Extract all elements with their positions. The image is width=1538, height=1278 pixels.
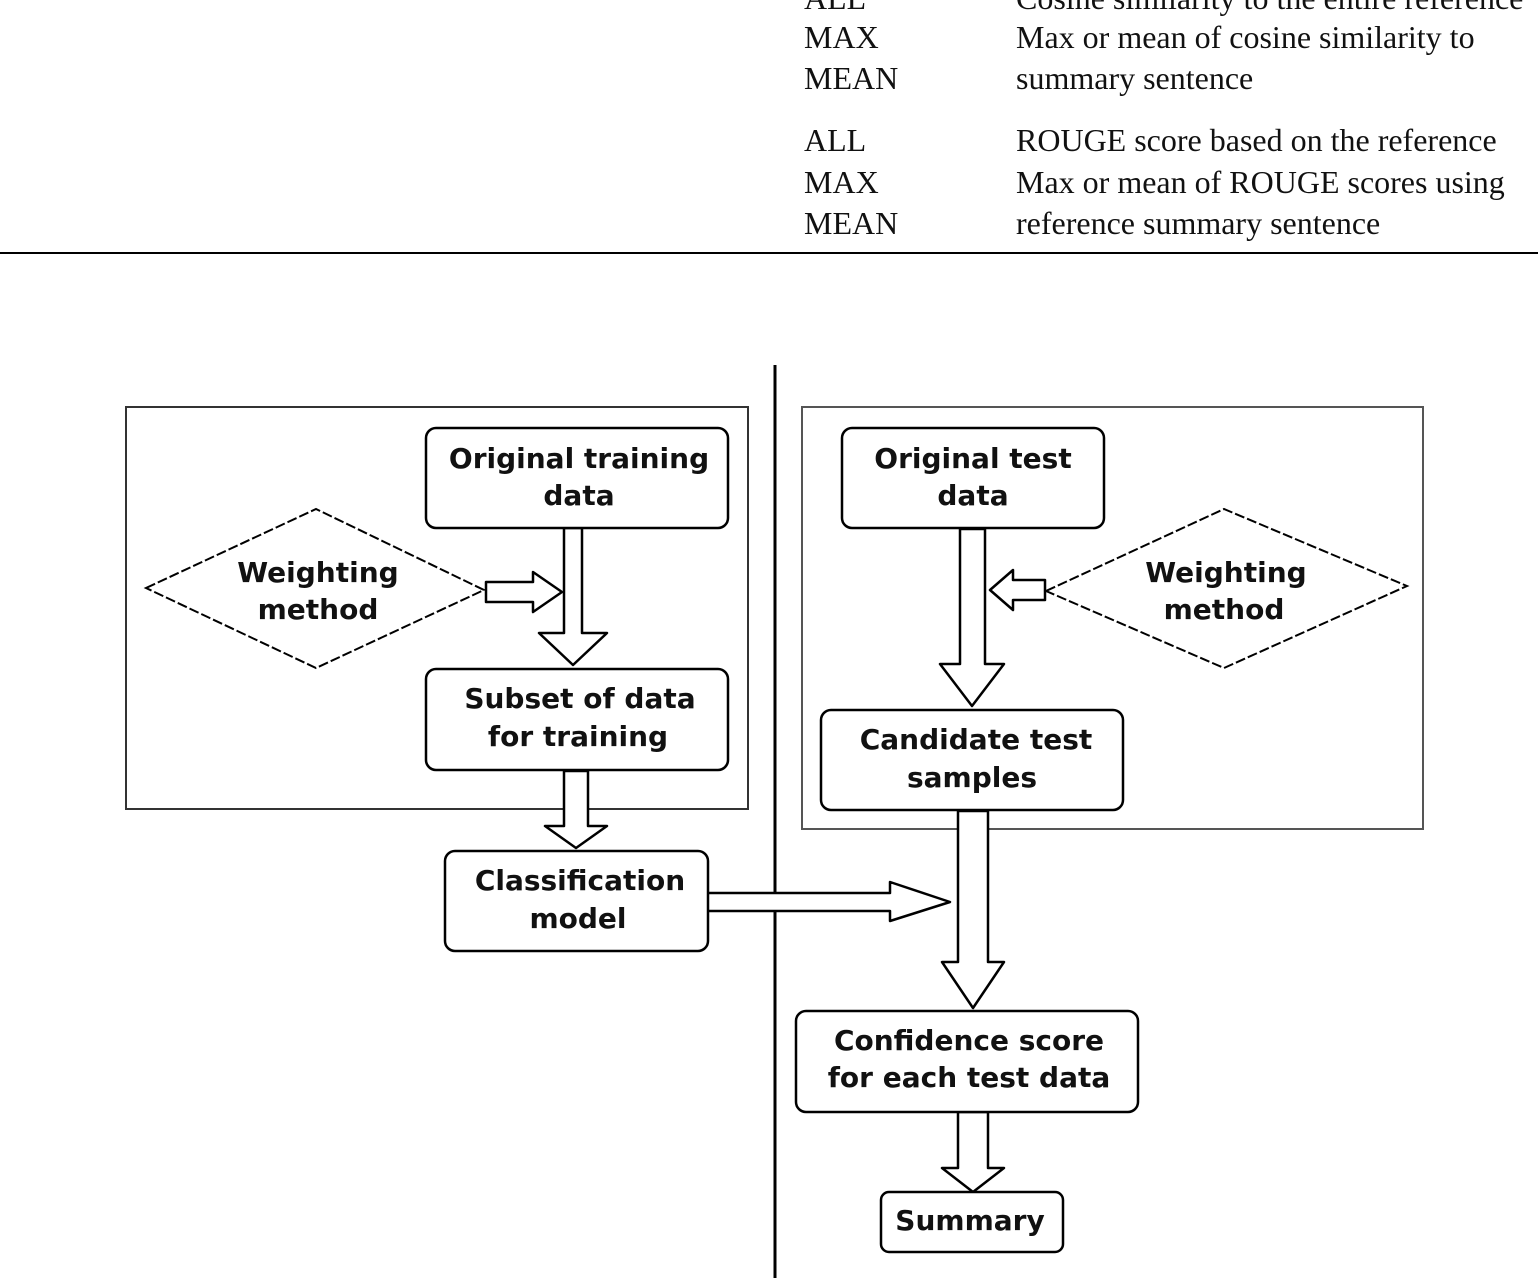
arrow-candidate-to-confidence	[940, 809, 1006, 1010]
table-cell-description: summary sentence	[1016, 60, 1254, 96]
candidate-test-samples-line2: samples	[907, 761, 1037, 794]
original-test-data-line1: Original test	[874, 442, 1071, 475]
table-cell-code: MEAN	[804, 205, 899, 241]
arrow-original-test-to-candidate	[938, 527, 1006, 708]
arrow-confidence-to-summary	[940, 1110, 1006, 1194]
training-group-frame	[125, 406, 749, 810]
table-cell-code: ALL	[804, 122, 867, 158]
table-bottom-rule	[0, 252, 1538, 254]
original-training-data-line1: Original training	[449, 442, 709, 475]
subset-of-data-line2: for training	[488, 720, 668, 753]
table-excerpt: ALL Cosine similarity to the entire refe…	[0, 0, 1538, 255]
test-weighting-method-line2: method	[1164, 593, 1285, 626]
original-training-data-line2: data	[543, 479, 614, 512]
candidate-test-samples-node: Candidate test samples	[819, 708, 1125, 812]
arrow-model-to-test	[705, 880, 952, 923]
table-cell-code: MEAN	[804, 60, 899, 96]
original-test-data-node: Original test data	[840, 426, 1106, 530]
training-weighting-method-line1: Weighting	[237, 556, 398, 589]
candidate-test-samples-line1: Candidate test	[860, 723, 1093, 756]
table-cell-description: Max or mean of cosine similarity to	[1016, 19, 1475, 55]
confidence-score-line1: Confidence score	[834, 1024, 1104, 1057]
table-cell-code: ALL	[804, 0, 866, 18]
table-cell-code: MAX	[804, 19, 879, 55]
summary-node: Summary	[879, 1190, 1065, 1254]
table-cell-description: reference summary sentence	[1016, 205, 1381, 241]
training-weighting-method-line2: method	[258, 593, 379, 626]
testing-group-frame	[801, 406, 1424, 830]
arrow-original-to-subset	[537, 526, 609, 667]
table-cell-description: Cosine similarity to the entire referenc…	[1016, 0, 1523, 18]
classification-model-line1: Classification	[475, 864, 685, 897]
training-weighting-method-node: Weighting method	[143, 507, 487, 670]
original-test-data-line2: data	[937, 479, 1008, 512]
subset-of-data-node: Subset of data for training	[424, 667, 730, 772]
table-cell-description: ROUGE score based on the reference	[1016, 122, 1497, 158]
test-weighting-method-line1: Weighting	[1145, 556, 1306, 589]
summary-label: Summary	[895, 1204, 1044, 1237]
arrow-weighting-to-training	[484, 570, 564, 614]
flowchart-canvas: Original training data Weighting method …	[125, 365, 1424, 1278]
test-weighting-method-node: Weighting method	[1043, 507, 1410, 670]
confidence-score-node: Confidence score for each test data	[794, 1009, 1140, 1114]
arrow-weighting-to-test	[988, 568, 1047, 612]
flowchart-figure: Original training data Weighting method …	[0, 255, 1538, 1278]
original-training-data-node: Original training data	[424, 426, 730, 530]
classification-model-line2: model	[529, 902, 626, 935]
table-cell-code: MAX	[804, 164, 879, 200]
table-cell-description: Max or mean of ROUGE scores using	[1016, 164, 1505, 200]
arrow-subset-to-classification	[543, 769, 609, 850]
classification-model-node: Classification model	[443, 849, 710, 953]
subset-of-data-line1: Subset of data	[464, 682, 695, 715]
confidence-score-line2: for each test data	[828, 1061, 1111, 1094]
